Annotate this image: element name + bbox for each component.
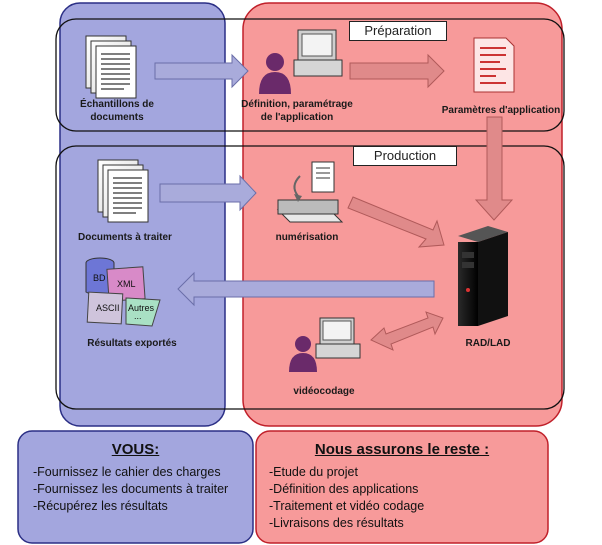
server-icon [458, 226, 508, 326]
arrow-samples-to-definition [154, 53, 249, 89]
videocoding-user-icon [289, 317, 361, 372]
arrow-params-to-rad [474, 116, 514, 221]
us-item: -Traitement et vidéo codage [269, 499, 425, 513]
you-panel-title: VOUS: [111, 441, 160, 458]
production-tab: Production [353, 146, 457, 166]
us-item: -Définition des applications [269, 482, 419, 496]
preparation-section [55, 18, 565, 132]
arrow-rad-to-exported [177, 271, 435, 307]
you-panel-content: VOUS: -Fournissez le cahier des charges … [18, 431, 253, 543]
ascii-format-label: ASCII [96, 303, 120, 313]
us-panel [255, 430, 549, 544]
you-item: -Fournissez le cahier des charges [33, 465, 221, 479]
you-item: -Fournissez les documents à traiter [33, 482, 229, 496]
videocoding-label: vidéocodage [293, 386, 355, 397]
us-panel-list: -Etude du projet -Définition des applica… [269, 464, 539, 532]
definition-label: Définition, paramétrage de l'application [241, 99, 353, 123]
us-panel-title: Nous assurons le reste : [314, 441, 490, 458]
exported-label: Résultats exportés [87, 338, 177, 349]
preparation-tab: Préparation [349, 21, 447, 41]
exported-formats-icon [85, 257, 161, 327]
us-item: -Livraisons des résultats [269, 516, 404, 530]
you-panel [17, 430, 254, 544]
us-panel-content: Nous assurons le reste : -Etude du proje… [256, 431, 548, 543]
bd-format-label: BD [93, 273, 106, 283]
production-section [55, 145, 565, 410]
params-document-icon [473, 37, 515, 93]
rad-label: RAD/LAD [465, 338, 511, 349]
scanner-icon [276, 161, 344, 223]
you-item: -Récupérez les résultats [33, 499, 168, 513]
arrow-digitization-to-rad [347, 196, 445, 248]
docs-to-process-label: Documents à traiter [78, 232, 172, 243]
samples-label: Échantillons de documents [80, 99, 154, 123]
arrow-docs-to-digitization [159, 174, 257, 212]
arrow-rad-videocoding-bidirectional [370, 311, 444, 351]
params-label: Paramètres d'application [441, 105, 561, 116]
docs-to-process-stack-icon [97, 159, 149, 223]
digitization-label: numérisation [275, 232, 339, 243]
user-computer-icon [259, 29, 343, 94]
arrow-definition-to-params [349, 53, 445, 89]
autres-more-label: ... [134, 311, 142, 321]
us-item: -Etude du projet [269, 465, 358, 479]
autres-format-label: Autres [128, 303, 155, 313]
xml-format-label: XML [117, 279, 136, 289]
samples-document-stack-icon [85, 35, 137, 99]
you-panel-list: -Fournissez le cahier des charges -Fourn… [33, 464, 243, 515]
